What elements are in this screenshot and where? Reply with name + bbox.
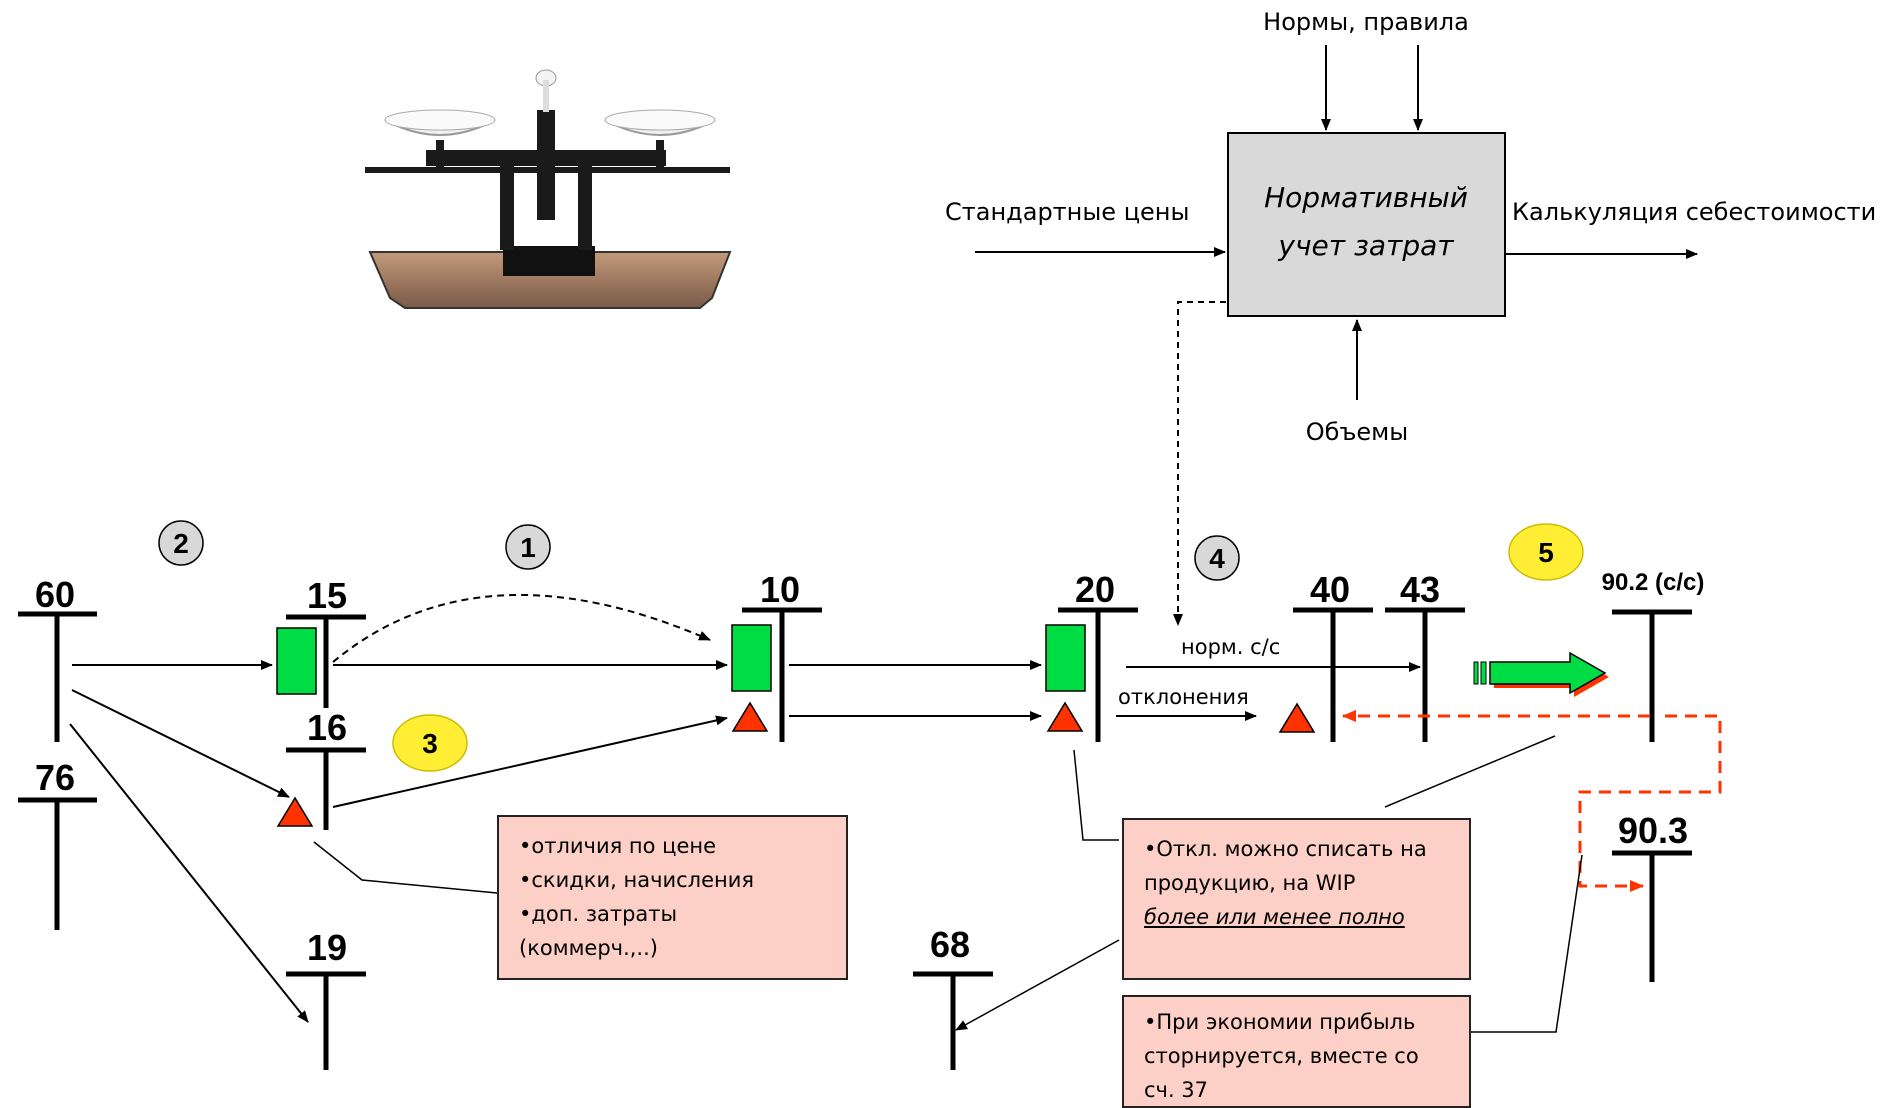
standard-block-15 [276,627,317,695]
svg-text:2: 2 [173,528,189,559]
standard-block-10 [731,624,772,692]
t-account-60: 60 [18,574,97,742]
deviation-triangle-10 [731,701,769,732]
t-account-15: 15 [286,575,366,708]
svg-text:40: 40 [1310,569,1350,610]
t-account-19: 19 [286,927,366,1070]
left-input-label: Стандартные цены [945,198,1189,226]
note-economy: •При экономии прибыль сторнируется, вмес… [1122,995,1471,1108]
svg-text:3: 3 [422,728,438,759]
step-marker-2: 2 [158,520,204,566]
svg-text:16: 16 [307,707,347,748]
t-account-20: 20 [1058,569,1138,742]
svg-text:43: 43 [1400,569,1440,610]
process-title-line1: Нормативный [1264,181,1468,214]
flow-label-deviations: отклонения [1118,685,1249,709]
deviation-triangle-20 [1046,701,1084,732]
t-account-76: 76 [18,757,97,930]
t-account-10: 10 [742,569,822,742]
note-price-line-1: •отличия по цене [519,834,717,858]
flow-arrows [69,594,1421,1023]
step-marker-5: 5 [1508,523,1584,581]
svg-text:4: 4 [1209,543,1225,574]
note-write-off: •Откл. можно списать на продукцию, на WI… [1122,818,1471,980]
svg-text:1: 1 [520,532,536,563]
note-write-off-line-3: более или менее полно [1144,905,1405,929]
svg-text:15: 15 [307,575,347,616]
t-account-43: 43 [1385,569,1465,742]
svg-text:60: 60 [35,574,75,615]
deviation-triangle-16 [276,796,314,827]
note-write-off-line-1: •Откл. можно списать на [1144,837,1427,861]
note-economy-line-2: сторнируется, вместе со [1144,1044,1419,1068]
callout-lines [313,735,1583,1033]
control-input-label: Нормы, правила [1263,8,1469,36]
red-dashed-flow [1342,710,1722,892]
step-marker-1: 1 [505,524,551,570]
svg-text:20: 20 [1075,569,1115,610]
t-account-40: 40 [1293,569,1373,742]
process-title-line2: учет затрат [1277,229,1454,262]
svg-text:10: 10 [760,569,800,610]
deviation-triangle-40 [1278,702,1316,733]
mechanism-label: Объемы [1306,418,1408,446]
standard-block-20 [1045,624,1086,692]
flow-label-norm-cost: норм. с/с [1181,635,1280,659]
svg-text:5: 5 [1538,537,1554,568]
idef-process: Нормативный учет затрат Нормы, правила С… [945,8,1876,626]
t-account-90-2: 90.2 (с/с) [1602,569,1705,742]
process-box [1227,132,1506,317]
svg-text:19: 19 [307,927,347,968]
right-output-label: Калькуляция себестоимости [1512,198,1876,226]
step-marker-4: 4 [1194,535,1240,581]
t-account-90-3: 90.3 [1612,810,1692,982]
svg-text:76: 76 [35,757,75,798]
note-price-line-2: •скидки, начисления [519,868,755,892]
svg-text:90.3: 90.3 [1618,810,1688,851]
dashed-link-to-deviations [1173,301,1226,626]
note-price-differences: •отличия по цене •скидки, начисления •до… [497,815,848,980]
note-economy-line-1: •При экономии прибыль [1144,1010,1416,1034]
svg-text:68: 68 [930,924,970,965]
note-price-line-3: •доп. затраты [519,902,678,926]
green-arrow [1473,651,1609,697]
step-marker-3: 3 [392,714,468,772]
t-account-16: 16 [286,707,366,830]
note-write-off-line-2: продукцию, на WIP [1144,871,1356,895]
note-price-line-4: (коммерч.,..) [519,936,658,960]
t-account-68: 68 [913,924,993,1070]
svg-text:90.2 (с/с): 90.2 (с/с) [1602,569,1705,596]
balance-scale-illustration [365,69,732,309]
note-economy-line-3: сч. 37 [1144,1078,1209,1102]
